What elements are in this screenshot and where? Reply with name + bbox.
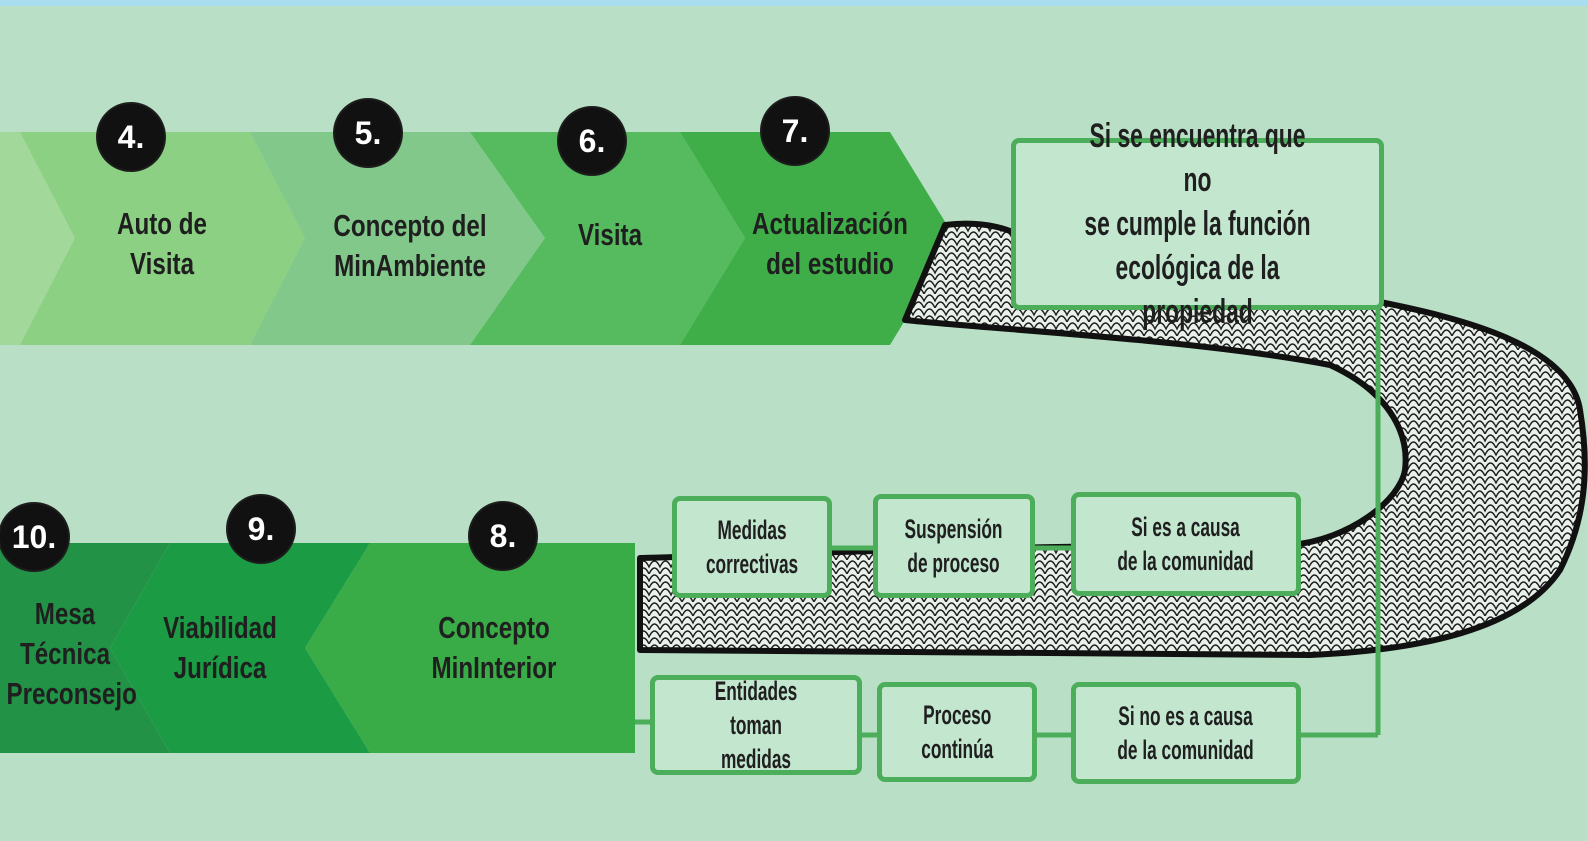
step-5-label-line2: MinAmbiente [334, 248, 486, 283]
step-8-badge: 8. [470, 503, 536, 569]
branch-lower-2-line2: continúa [921, 734, 993, 764]
branch-upper-box-3: Si es a causa de la comunidad [1071, 492, 1301, 596]
step-6-badge: 6. [559, 108, 625, 174]
branch-lower-1-line1: Entidades toman [714, 676, 798, 740]
condition-line3: ecológica de la propiedad [1115, 249, 1280, 331]
branch-lower-3-line2: de la comunidad [1117, 735, 1255, 765]
branch-upper-3-line2: de la comunidad [1117, 546, 1255, 576]
step-6-label: Visita [555, 215, 664, 255]
step-10-label-line3: Preconsejo [6, 676, 137, 711]
branch-lower-box-2: Proceso continúa [877, 682, 1037, 782]
chevron-step-10 [0, 543, 170, 753]
chevron-step-7 [680, 132, 955, 345]
step-8-label-line2: MinInterior [431, 650, 557, 685]
step-9-label: Viabilidad Jurídica [150, 608, 290, 688]
branch-lower-1-line2: medidas [720, 744, 792, 774]
top-edge-strip [0, 0, 1588, 6]
step-7-label-line1: Actualización [752, 206, 908, 241]
branch-upper-3-line1: Si es a causa [1131, 512, 1241, 542]
step-5-label: Concepto del MinAmbiente [316, 206, 503, 286]
step-4-label-line2: Visita [129, 246, 195, 281]
chevron-step-9 [110, 543, 370, 753]
step-5-label-line1: Concepto del [333, 208, 487, 243]
branch-lower-box-3: Si no es a causa de la comunidad [1071, 682, 1301, 784]
chevron-step-3-partial [0, 132, 75, 345]
condition-box: Si se encuentra que no se cumple la func… [1011, 117, 1384, 331]
step-6-label-line1: Visita [577, 217, 643, 252]
condition-line2: se cumple la función [1084, 205, 1311, 243]
branch-upper-1-line1: Medidas [717, 515, 787, 545]
step-10-label-line2: Técnica [19, 636, 111, 671]
step-9-label-line2: Jurídica [173, 650, 267, 685]
step-10-badge: 10. [0, 504, 68, 570]
step-7-badge: 7. [762, 98, 828, 164]
branch-upper-2-line1: Suspensión [905, 514, 1003, 544]
step-9-badge: 9. [228, 496, 294, 562]
step-10-label: Mesa Técnica Preconsejo [6, 594, 137, 714]
chevron-step-8 [305, 543, 635, 753]
branch-upper-box-2: Suspensión de proceso [873, 494, 1035, 598]
branch-lower-box-1: Entidades toman medidas [650, 675, 862, 775]
step-7-label-line2: del estudio [766, 246, 894, 281]
branch-upper-1-line2: correctivas [705, 549, 799, 579]
step-10-label-line1: Mesa [34, 596, 96, 631]
condition-line1: Si se encuentra que no [1089, 117, 1306, 199]
branch-upper-box-1: Medidas correctivas [672, 496, 832, 598]
step-8-label: Concepto MinInterior [408, 608, 580, 688]
step-9-label-line1: Viabilidad [163, 610, 277, 645]
step-4-badge: 4. [98, 104, 164, 170]
chevron-step-6 [470, 132, 745, 345]
step-4-label: Auto de Visita [84, 204, 240, 284]
branch-lower-2-line1: Proceso [922, 700, 992, 730]
chevron-step-5 [250, 132, 545, 345]
step-5-badge: 5. [335, 100, 401, 166]
branch-upper-2-line2: de proceso [907, 548, 1001, 578]
step-4-label-line1: Auto de [117, 206, 207, 241]
branch-lower-3-line1: Si no es a causa [1118, 701, 1254, 731]
step-7-label: Actualización del estudio [744, 204, 916, 284]
chevron-step-4 [20, 132, 305, 345]
step-8-label-line1: Concepto [438, 610, 550, 645]
